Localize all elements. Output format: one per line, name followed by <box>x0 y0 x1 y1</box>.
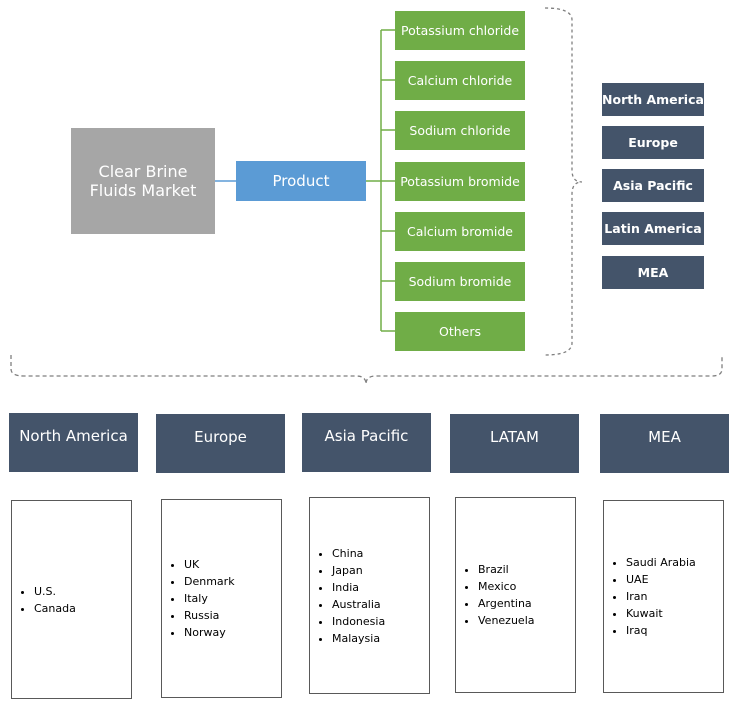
segment-product-box: Product <box>236 161 366 201</box>
side-region-europe: Europe <box>602 126 704 159</box>
product-sodium-bromide: Sodium bromide <box>395 262 525 301</box>
country-list-asia-pacific: China Japan India Australia Indonesia Ma… <box>309 497 430 694</box>
country-list-europe: UK Denmark Italy Russia Norway <box>161 499 282 698</box>
country-item: Norway <box>184 624 235 641</box>
product-others: Others <box>395 312 525 351</box>
region-header-mea: MEA <box>600 414 729 473</box>
country-item: India <box>332 579 385 596</box>
country-list-north-america: U.S. Canada <box>11 500 132 699</box>
country-list-latam: Brazil Mexico Argentina Venezuela <box>455 497 576 693</box>
country-item: Iraq <box>626 622 696 639</box>
region-header-north-america: North America <box>9 413 138 472</box>
country-item: Japan <box>332 562 385 579</box>
product-calcium-chloride: Calcium chloride <box>395 61 525 100</box>
country-item: Denmark <box>184 573 235 590</box>
country-item: Kuwait <box>626 605 696 622</box>
country-list-mea: Saudi Arabia UAE Iran Kuwait Iraq <box>603 500 724 693</box>
country-item: Brazil <box>478 561 535 578</box>
country-item: Russia <box>184 607 235 624</box>
country-item: Iran <box>626 588 696 605</box>
country-item: Mexico <box>478 578 535 595</box>
country-item: U.S. <box>34 583 76 600</box>
country-item: Australia <box>332 596 385 613</box>
country-item: China <box>332 545 385 562</box>
country-item: UAE <box>626 571 696 588</box>
country-item: Venezuela <box>478 612 535 629</box>
country-item: Saudi Arabia <box>626 554 696 571</box>
side-region-latin-america: Latin America <box>602 212 704 245</box>
side-region-north-america: North America <box>602 83 704 116</box>
country-item: Italy <box>184 590 235 607</box>
side-region-asia-pacific: Asia Pacific <box>602 169 704 202</box>
market-title-box: Clear Brine Fluids Market <box>71 128 215 234</box>
region-header-asia-pacific: Asia Pacific <box>302 413 431 472</box>
product-potassium-chloride: Potassium chloride <box>395 11 525 50</box>
region-header-latam: LATAM <box>450 414 579 473</box>
product-calcium-bromide: Calcium bromide <box>395 212 525 251</box>
side-region-mea: MEA <box>602 256 704 289</box>
country-item: Indonesia <box>332 613 385 630</box>
country-item: Malaysia <box>332 630 385 647</box>
country-item: Argentina <box>478 595 535 612</box>
product-sodium-chloride: Sodium chloride <box>395 111 525 150</box>
country-item: Canada <box>34 600 76 617</box>
region-header-europe: Europe <box>156 414 285 473</box>
product-potassium-bromide: Potassium bromide <box>395 162 525 201</box>
country-item: UK <box>184 556 235 573</box>
